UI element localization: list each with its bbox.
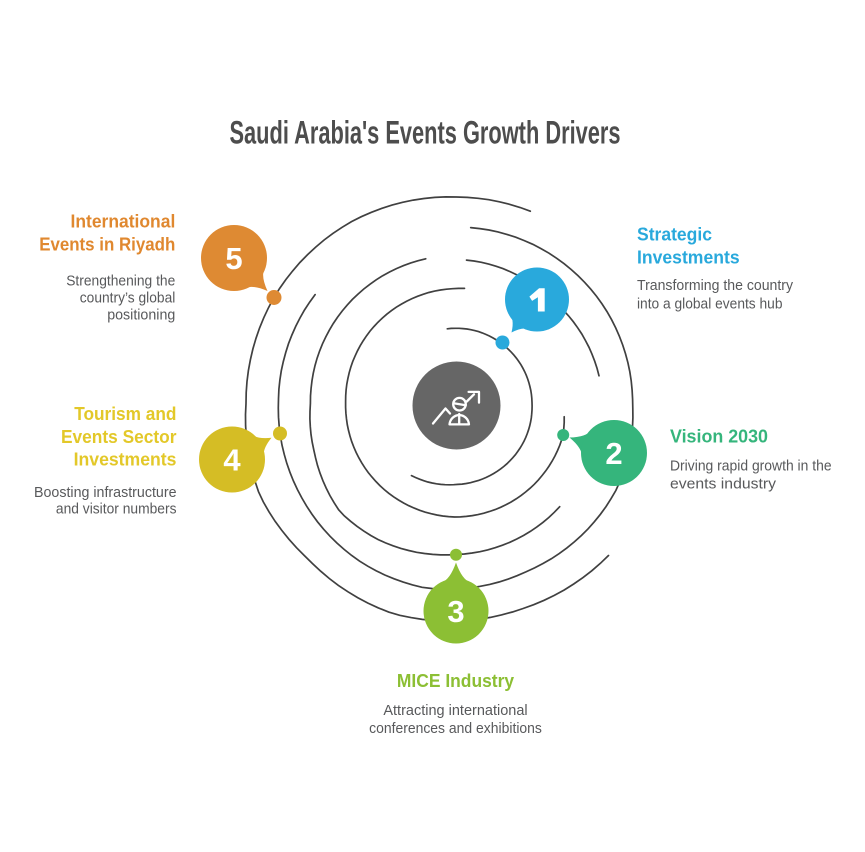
- svg-text:2: 2: [605, 436, 622, 471]
- svg-text:4: 4: [223, 443, 241, 478]
- svg-text:Transforming the country: Transforming the country: [637, 278, 794, 294]
- svg-text:conferences and exhibitions: conferences and exhibitions: [369, 721, 542, 737]
- svg-text:and visitor numbers: and visitor numbers: [56, 502, 177, 518]
- svg-text:Attracting international: Attracting international: [383, 703, 527, 719]
- svg-text:Saudi Arabia's Events Growth D: Saudi Arabia's Events Growth Drivers: [230, 114, 621, 150]
- svg-text:Tourism and: Tourism and: [74, 404, 176, 424]
- svg-text:Vision 2030: Vision 2030: [670, 426, 768, 446]
- svg-text:International: International: [71, 212, 176, 232]
- svg-text:5: 5: [225, 241, 242, 276]
- svg-text:country’s global: country’s global: [80, 291, 176, 307]
- svg-text:Strategic: Strategic: [637, 225, 712, 245]
- svg-text:Events Sector: Events Sector: [61, 427, 177, 447]
- svg-text:Events in Riyadh: Events in Riyadh: [39, 235, 175, 255]
- svg-text:Investments: Investments: [637, 248, 740, 268]
- svg-text:Driving rapid growth in the: Driving rapid growth in the: [670, 459, 832, 475]
- svg-text:events industry: events industry: [670, 476, 777, 492]
- svg-text:positioning: positioning: [107, 308, 175, 324]
- svg-text:into a global events hub: into a global events hub: [637, 297, 783, 313]
- svg-text:3: 3: [447, 594, 464, 629]
- svg-text:Strengthening the: Strengthening the: [66, 274, 175, 290]
- svg-text:MICE Industry: MICE Industry: [397, 671, 514, 691]
- svg-text:Boosting infrastructure: Boosting infrastructure: [34, 485, 177, 501]
- svg-text:Investments: Investments: [74, 450, 177, 470]
